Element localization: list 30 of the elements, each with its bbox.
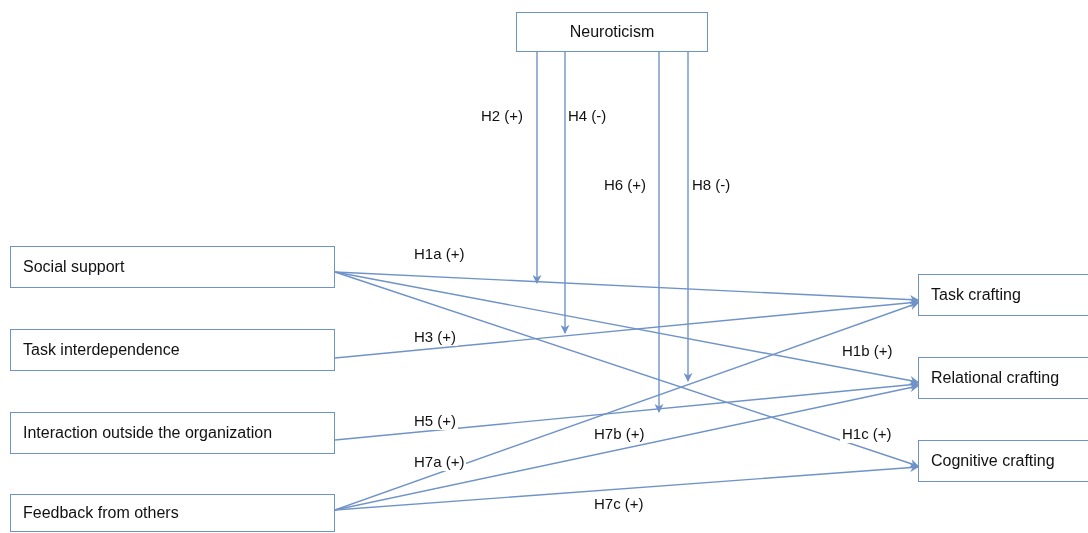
arrow <box>532 51 542 284</box>
variable-box: Cognitive crafting <box>918 440 1088 482</box>
arrow <box>560 51 570 334</box>
arrow <box>334 298 919 359</box>
variable-box: Interaction outside the organization <box>10 412 335 454</box>
edge-label: H7b (+) <box>592 425 647 443</box>
variable-box: Relational crafting <box>918 357 1088 399</box>
edge-label: H2 (+) <box>479 107 526 125</box>
edge-label: H1c (+) <box>840 425 894 443</box>
edge-label: H4 (-) <box>566 107 609 125</box>
edge-label: H3 (+) <box>412 328 459 346</box>
variable-box: Social support <box>10 246 335 288</box>
variable-box: Task interdependence <box>10 329 335 371</box>
variable-box: Neuroticism <box>516 12 708 52</box>
arrow <box>334 271 919 305</box>
variable-box: Task crafting <box>918 274 1088 316</box>
arrow <box>334 271 919 468</box>
arrow <box>334 380 919 441</box>
edge-label: H7c (+) <box>592 495 646 513</box>
edge-label: H1a (+) <box>412 245 467 263</box>
arrow <box>334 301 919 511</box>
edge-label: H7a (+) <box>412 453 467 471</box>
variable-box: Feedback from others <box>10 494 335 532</box>
edge-label: H1b (+) <box>840 342 895 360</box>
arrow <box>683 51 693 382</box>
edge-label: H6 (+) <box>602 176 649 194</box>
arrow <box>334 463 919 511</box>
arrow <box>654 51 664 413</box>
edge-label: H8 (-) <box>690 176 733 194</box>
edge-label: H5 (+) <box>412 412 459 430</box>
